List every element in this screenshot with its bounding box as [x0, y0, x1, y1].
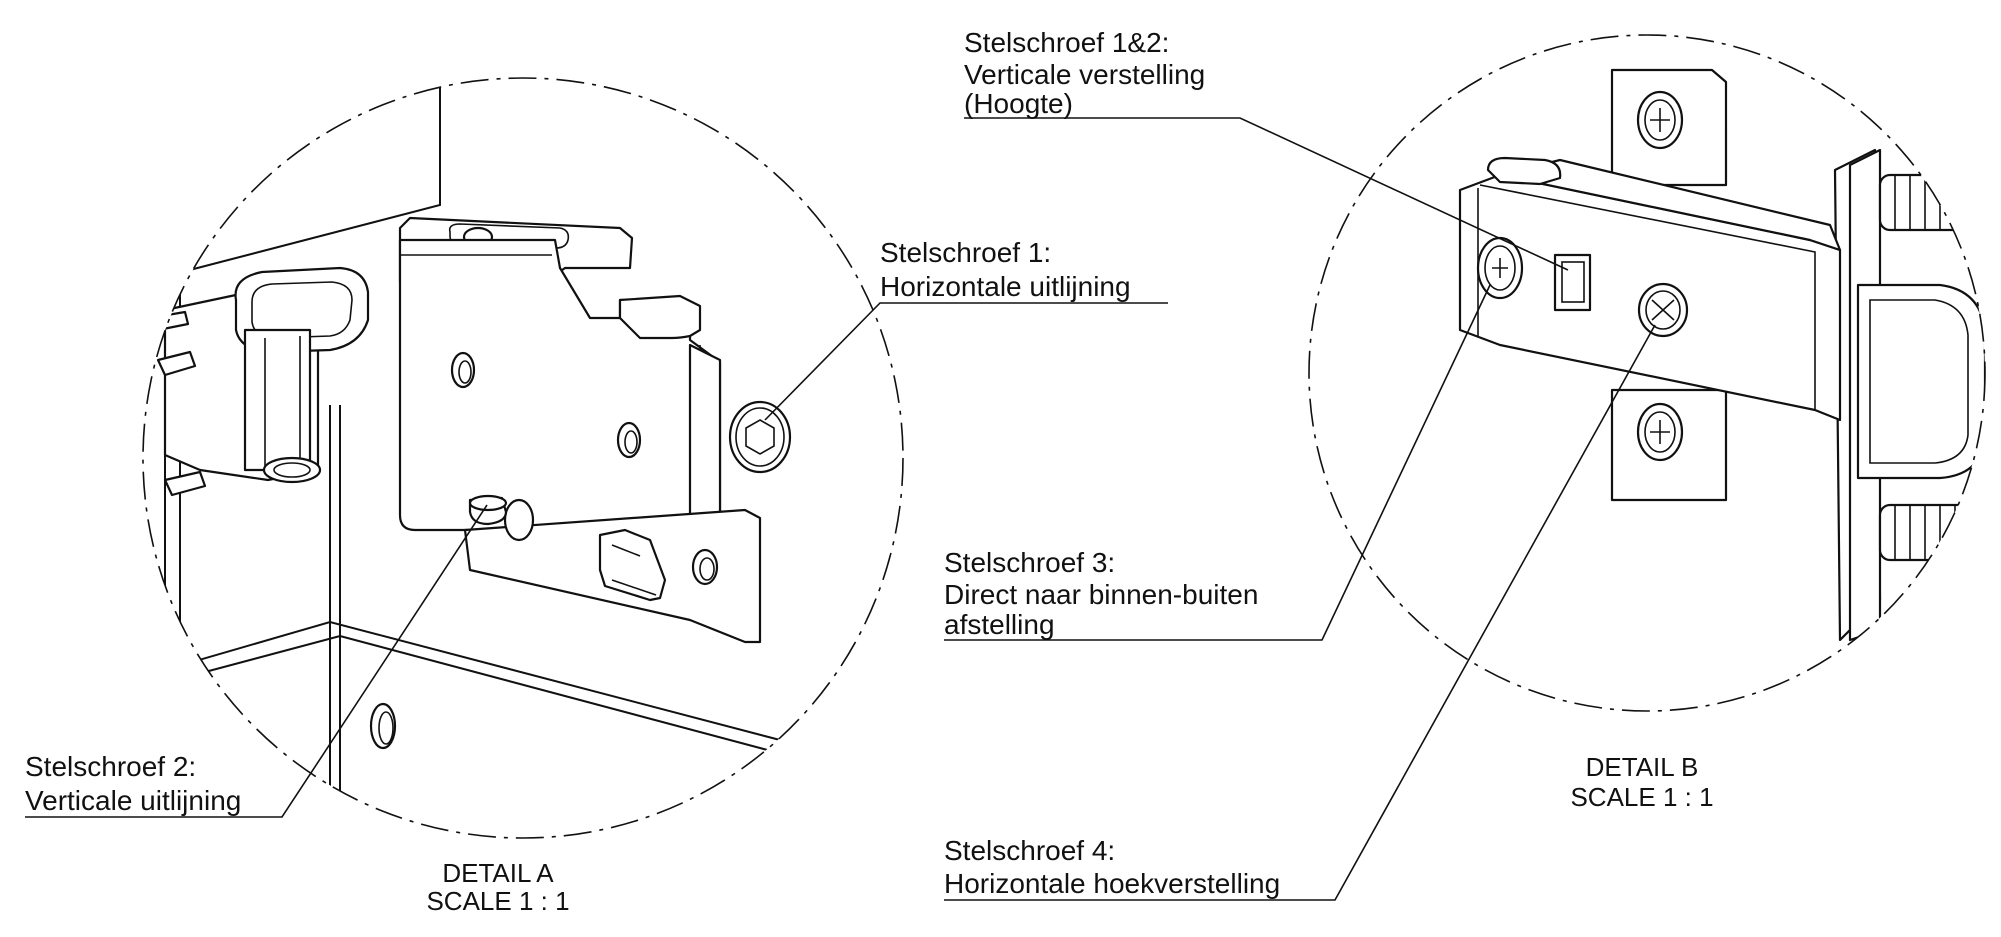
callout-12-line1: Stelschroef 1&2:	[964, 27, 1169, 58]
callout-stelschroef-4: Stelschroef 4: Horizontale hoekverstelli…	[944, 324, 1656, 901]
detail-b-view: Stelschroef 1&2: Verticale verstelling (…	[944, 27, 1986, 901]
callout-4-line1: Stelschroef 4:	[944, 835, 1115, 866]
callout-3-line2: Direct naar binnen-buiten	[944, 579, 1258, 610]
detail-b-scale: SCALE 1 : 1	[1570, 782, 1713, 812]
detail-b-hinge-drawing	[1458, 68, 1985, 642]
callout-2-line2: Verticale uitlijning	[25, 785, 241, 816]
callout-1-line1: Stelschroef 1:	[880, 237, 1051, 268]
callout-stelschroef-1: Stelschroef 1: Horizontale uitlijning	[764, 237, 1168, 421]
callout-12-line2: Verticale verstelling	[964, 59, 1205, 90]
adjustment-screw-1	[728, 400, 792, 474]
detail-a-view: Stelschroef 1: Horizontale uitlijning St…	[25, 77, 1168, 916]
screw-3	[1476, 236, 1524, 300]
detail-a-hinge-drawing	[143, 78, 792, 820]
callout-stelschroef-3: Stelschroef 3: Direct naar binnen-buiten…	[944, 284, 1491, 641]
detail-a-boundary	[142, 77, 904, 839]
callout-2-line1: Stelschroef 2:	[25, 751, 196, 782]
hinge-body	[398, 216, 792, 644]
callout-4-line2: Horizontale hoekverstelling	[944, 868, 1280, 899]
callout-3-line1: Stelschroef 3:	[944, 547, 1115, 578]
detail-a-scale: SCALE 1 : 1	[426, 886, 569, 916]
hole-3	[691, 548, 719, 586]
hole-2	[616, 421, 642, 459]
hinge-arm-b	[1458, 156, 1842, 422]
callout-1-line2: Horizontale uitlijning	[880, 271, 1131, 302]
detail-b-title: DETAIL B	[1586, 752, 1699, 782]
detail-b-caption: DETAIL B SCALE 1 : 1	[1570, 752, 1713, 812]
adjustment-screw-2	[468, 494, 508, 526]
callout-3-line3: afstelling	[944, 609, 1055, 640]
detail-a-caption: DETAIL A SCALE 1 : 1	[426, 858, 569, 916]
hinge-arm	[148, 266, 370, 497]
detail-b-boundary	[1308, 34, 1986, 712]
callout-12-line3: (Hoogte)	[964, 88, 1073, 119]
screw-4	[1637, 282, 1689, 338]
callout-stelschroef-1-2: Stelschroef 1&2: Verticale verstelling (…	[964, 27, 1569, 271]
callout-stelschroef-2: Stelschroef 2: Verticale uitlijning	[25, 504, 488, 818]
hole-1	[450, 351, 476, 389]
detail-a-title: DETAIL A	[442, 858, 554, 888]
mounting-plate	[1610, 68, 1728, 502]
panel-hole	[369, 702, 397, 750]
hinge-cup	[1833, 148, 1985, 642]
